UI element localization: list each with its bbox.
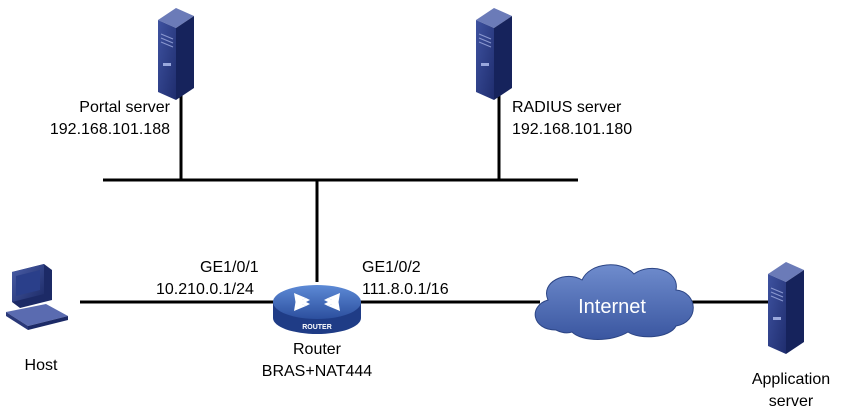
- links: [80, 90, 768, 304]
- application-server-label-line1: Application: [751, 371, 831, 388]
- router-name: Router: [292, 341, 342, 358]
- router-role: BRAS+NAT444: [261, 363, 373, 380]
- internet-label: Internet: [578, 296, 646, 318]
- portal-server-ip: 192.168.101.188: [49, 121, 170, 138]
- router-badge: ROUTER: [302, 324, 332, 331]
- host-label: Host: [24, 357, 58, 374]
- application-server-icon: [768, 262, 804, 354]
- router-icon: ROUTER: [273, 285, 361, 334]
- radius-server-name: RADIUS server: [512, 99, 622, 116]
- ge1-interface-ip: 10.210.0.1/24: [156, 281, 254, 298]
- host-computer-icon: [6, 264, 68, 330]
- ge2-interface-ip: 111.8.0.1/16: [362, 281, 449, 298]
- ge1-interface-name: GE1/0/1: [200, 259, 259, 276]
- portal-server-icon: [158, 8, 194, 100]
- ge2-interface-name: GE1/0/2: [362, 259, 421, 276]
- radius-server-ip: 192.168.101.180: [512, 121, 633, 138]
- internet-cloud-icon: Internet: [534, 264, 694, 340]
- portal-server-name: Portal server: [79, 99, 170, 116]
- application-server-label-line2: server: [768, 393, 814, 410]
- radius-server-icon: [476, 8, 512, 100]
